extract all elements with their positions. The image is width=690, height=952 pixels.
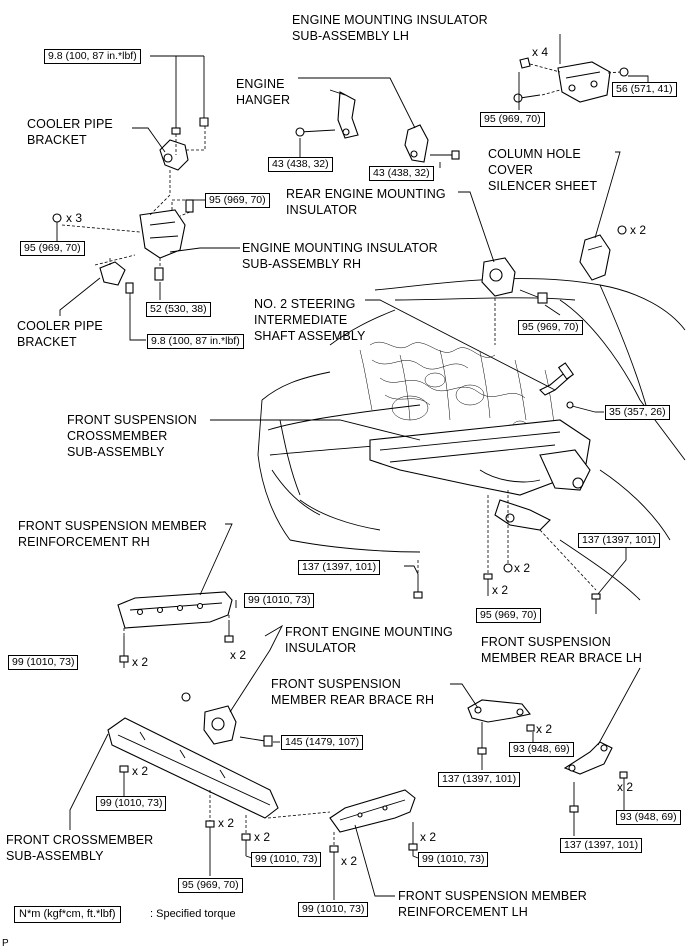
torque-box: 137 (1397, 101) — [438, 772, 521, 787]
torque-box: 35 (357, 26) — [605, 405, 670, 420]
label-reinforcement-rh: FRONT SUSPENSION MEMBER REINFORCEMENT RH — [18, 519, 207, 549]
vehicle-body — [257, 278, 686, 601]
quantity-label: x 2 — [132, 655, 149, 669]
legend-unit-box: N*m (kgf*cm, ft.*lbf) — [14, 906, 121, 923]
torque-box: 9.8 (100, 87 in.*lbf) — [44, 49, 141, 64]
torque-box: 99 (1010, 73) — [244, 593, 315, 608]
label-cooler-pipe-bracket-top: COOLER PIPE BRACKET — [27, 117, 113, 147]
torque-box: 52 (530, 38) — [146, 302, 211, 317]
steering-shaft — [539, 362, 596, 413]
quantity-label: x 2 — [132, 764, 149, 778]
torque-box: 9.8 (100, 87 in.*lbf) — [147, 334, 244, 349]
quantity-label: x 2 — [514, 561, 531, 575]
torque-box: 137 (1397, 101) — [560, 838, 643, 853]
label-front-susp-crossmember: FRONT SUSPENSION CROSSMEMBER SUB-ASSEMBL… — [67, 413, 197, 459]
rear-mount — [481, 257, 548, 345]
label-steering-shaft: NO. 2 STEERING INTERMEDIATE SHAFT ASSEMB… — [254, 297, 366, 343]
engine-hangers — [295, 91, 460, 163]
rear-brace-lh — [563, 741, 628, 813]
quantity-label: x 2 — [536, 722, 553, 736]
corner-mark: P — [2, 938, 9, 949]
lh-mount-parts — [513, 57, 629, 103]
label-reinforcement-lh: FRONT SUSPENSION MEMBER REINFORCEMENT LH — [398, 889, 587, 919]
quantity-label: x 3 — [66, 211, 83, 225]
quantity-label: x 2 — [230, 648, 247, 662]
torque-box: 56 (571, 41) — [612, 82, 677, 97]
torque-box: 137 (1397, 101) — [298, 560, 381, 575]
column-cover — [579, 225, 627, 281]
torque-box: 95 (969, 70) — [476, 608, 541, 623]
rh-mount-parts — [52, 117, 209, 300]
legend-text: : Specified torque — [150, 908, 236, 920]
quantity-label: x 2 — [617, 780, 634, 794]
quantity-label: x 2 — [254, 830, 271, 844]
label-column-hole-cover: COLUMN HOLE COVER SILENCER SHEET — [488, 147, 598, 193]
torque-box: 95 (969, 70) — [518, 320, 583, 335]
torque-box: 95 (969, 70) — [480, 112, 545, 127]
reinforcement-rh — [117, 591, 234, 663]
torque-box: 93 (948, 69) — [616, 810, 681, 825]
front-engine-mount — [181, 692, 273, 747]
torque-box: 99 (1010, 73) — [8, 655, 79, 670]
crossmember-shape — [369, 419, 591, 531]
label-front-crossmember: FRONT CROSSMEMBER SUB-ASSEMBLY — [6, 833, 154, 863]
torque-box: 99 (1010, 73) — [96, 796, 167, 811]
label-engine-mount-lh: ENGINE MOUNTING INSULATOR SUB-ASSEMBLY L… — [292, 13, 488, 43]
torque-box: 43 (438, 32) — [268, 157, 333, 172]
torque-box: 95 (969, 70) — [205, 193, 270, 208]
rear-brace-rh — [467, 699, 535, 755]
quantity-label: x 2 — [420, 830, 437, 844]
label-rear-brace-lh: FRONT SUSPENSION MEMBER REAR BRACE LH — [481, 635, 643, 665]
label-front-engine-mount: FRONT ENGINE MOUNTING INSULATOR — [285, 625, 453, 655]
torque-box: 93 (948, 69) — [509, 742, 574, 757]
label-rear-brace-rh: FRONT SUSPENSION MEMBER REAR BRACE RH — [271, 677, 435, 707]
torque-box: 99 (1010, 73) — [298, 902, 369, 917]
quantity-label: x 2 — [492, 583, 509, 597]
torque-box: 137 (1397, 101) — [578, 533, 661, 548]
torque-box: 99 (1010, 73) — [251, 852, 322, 867]
label-cooler-pipe-bracket-bottom: COOLER PIPE BRACKET — [17, 319, 103, 349]
quantity-label: x 2 — [630, 223, 647, 237]
torque-box: 145 (1479, 107) — [281, 735, 364, 750]
torque-box: 95 (969, 70) — [178, 878, 243, 893]
torque-box: 99 (1010, 73) — [418, 852, 489, 867]
label-rear-engine-mount: REAR ENGINE MOUNTING INSULATOR — [286, 187, 446, 217]
torque-box: 95 (969, 70) — [20, 241, 85, 256]
leader-lines — [56, 34, 649, 900]
label-engine-hanger: ENGINE HANGER — [236, 77, 291, 107]
center-bolts — [413, 490, 601, 614]
quantity-label: x 2 — [218, 816, 235, 830]
label-engine-mount-rh: ENGINE MOUNTING INSULATOR SUB-ASSEMBLY R… — [242, 241, 438, 271]
reinforcement-lh — [329, 789, 418, 876]
quantity-label: x 4 — [532, 45, 549, 59]
front-crossmember — [107, 717, 331, 856]
quantity-label: x 2 — [341, 854, 358, 868]
torque-box: 43 (438, 32) — [369, 166, 434, 181]
